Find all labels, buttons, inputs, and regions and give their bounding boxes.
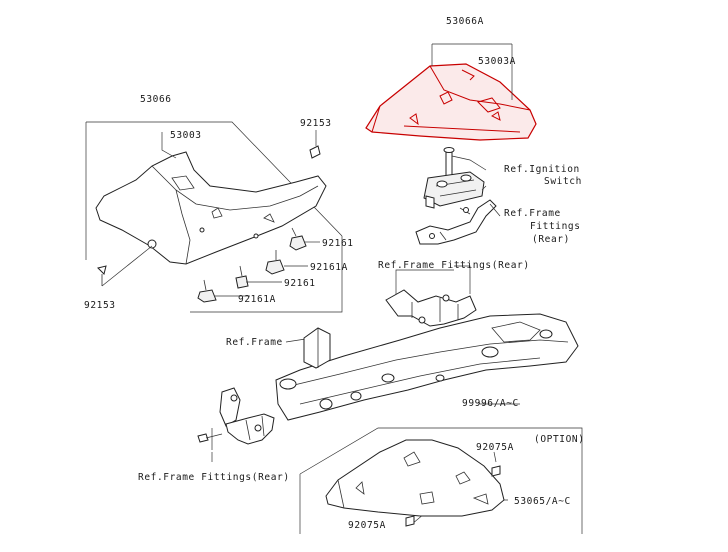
label-53066A: 53066A (446, 16, 484, 27)
rear-seat-cover-highlighted[interactable] (365, 63, 537, 141)
label-ref-frame-fittings-3: (Rear) (532, 234, 570, 245)
label-53065: 53065/A~C (514, 496, 571, 507)
label-ref-frame-fittings-1: Ref.Frame (504, 208, 561, 219)
label-ref-ignition-2: Switch (544, 176, 582, 187)
label-ref-frame-fittings-2: Fittings (530, 221, 581, 232)
label-53003A: 53003A (478, 56, 516, 67)
label-92161A-a: 92161A (310, 262, 348, 273)
label-92161-b: 92161 (284, 278, 316, 289)
bolts-92153 (97, 145, 321, 286)
rear-frame (275, 313, 579, 421)
seat-rubber-dampers (197, 227, 307, 303)
label-ref-frame-fittings-rear-mid: Ref.Frame Fittings(Rear) (378, 260, 530, 271)
label-53003: 53003 (170, 130, 202, 141)
seat-cover-bracket-53066A (431, 43, 513, 100)
label-92075A-bottom: 92075A (348, 520, 386, 531)
label-ref-ignition-1: Ref.Ignition (504, 164, 580, 175)
label-ref-frame-fittings-rear-bottom: Ref.Frame Fittings(Rear) (138, 472, 290, 483)
callout-labels: 53066A 53003A Ref.Ignition Switch Ref.Fr… (84, 16, 585, 531)
frame-fittings-rear-lower (197, 387, 275, 445)
seat-53003[interactable] (95, 151, 327, 265)
frame-fittings-rear-mid (385, 289, 477, 327)
label-92161A-b: 92161A (238, 294, 276, 305)
label-option: (OPTION) (534, 434, 585, 445)
label-92161-a: 92161 (322, 238, 354, 249)
label-92075A-right: 92075A (476, 442, 514, 453)
label-53066: 53066 (140, 94, 172, 105)
label-99996: 99996/A~C (462, 398, 519, 409)
frame-fittings-rear-upper (415, 199, 497, 245)
label-92153-left: 92153 (84, 300, 116, 311)
ignition-switch-assembly (423, 147, 485, 209)
label-ref-frame: Ref.Frame (226, 337, 283, 348)
option-box (299, 427, 583, 534)
optional-seat-cowl-53065[interactable] (325, 439, 505, 527)
label-92153-top: 92153 (300, 118, 332, 129)
